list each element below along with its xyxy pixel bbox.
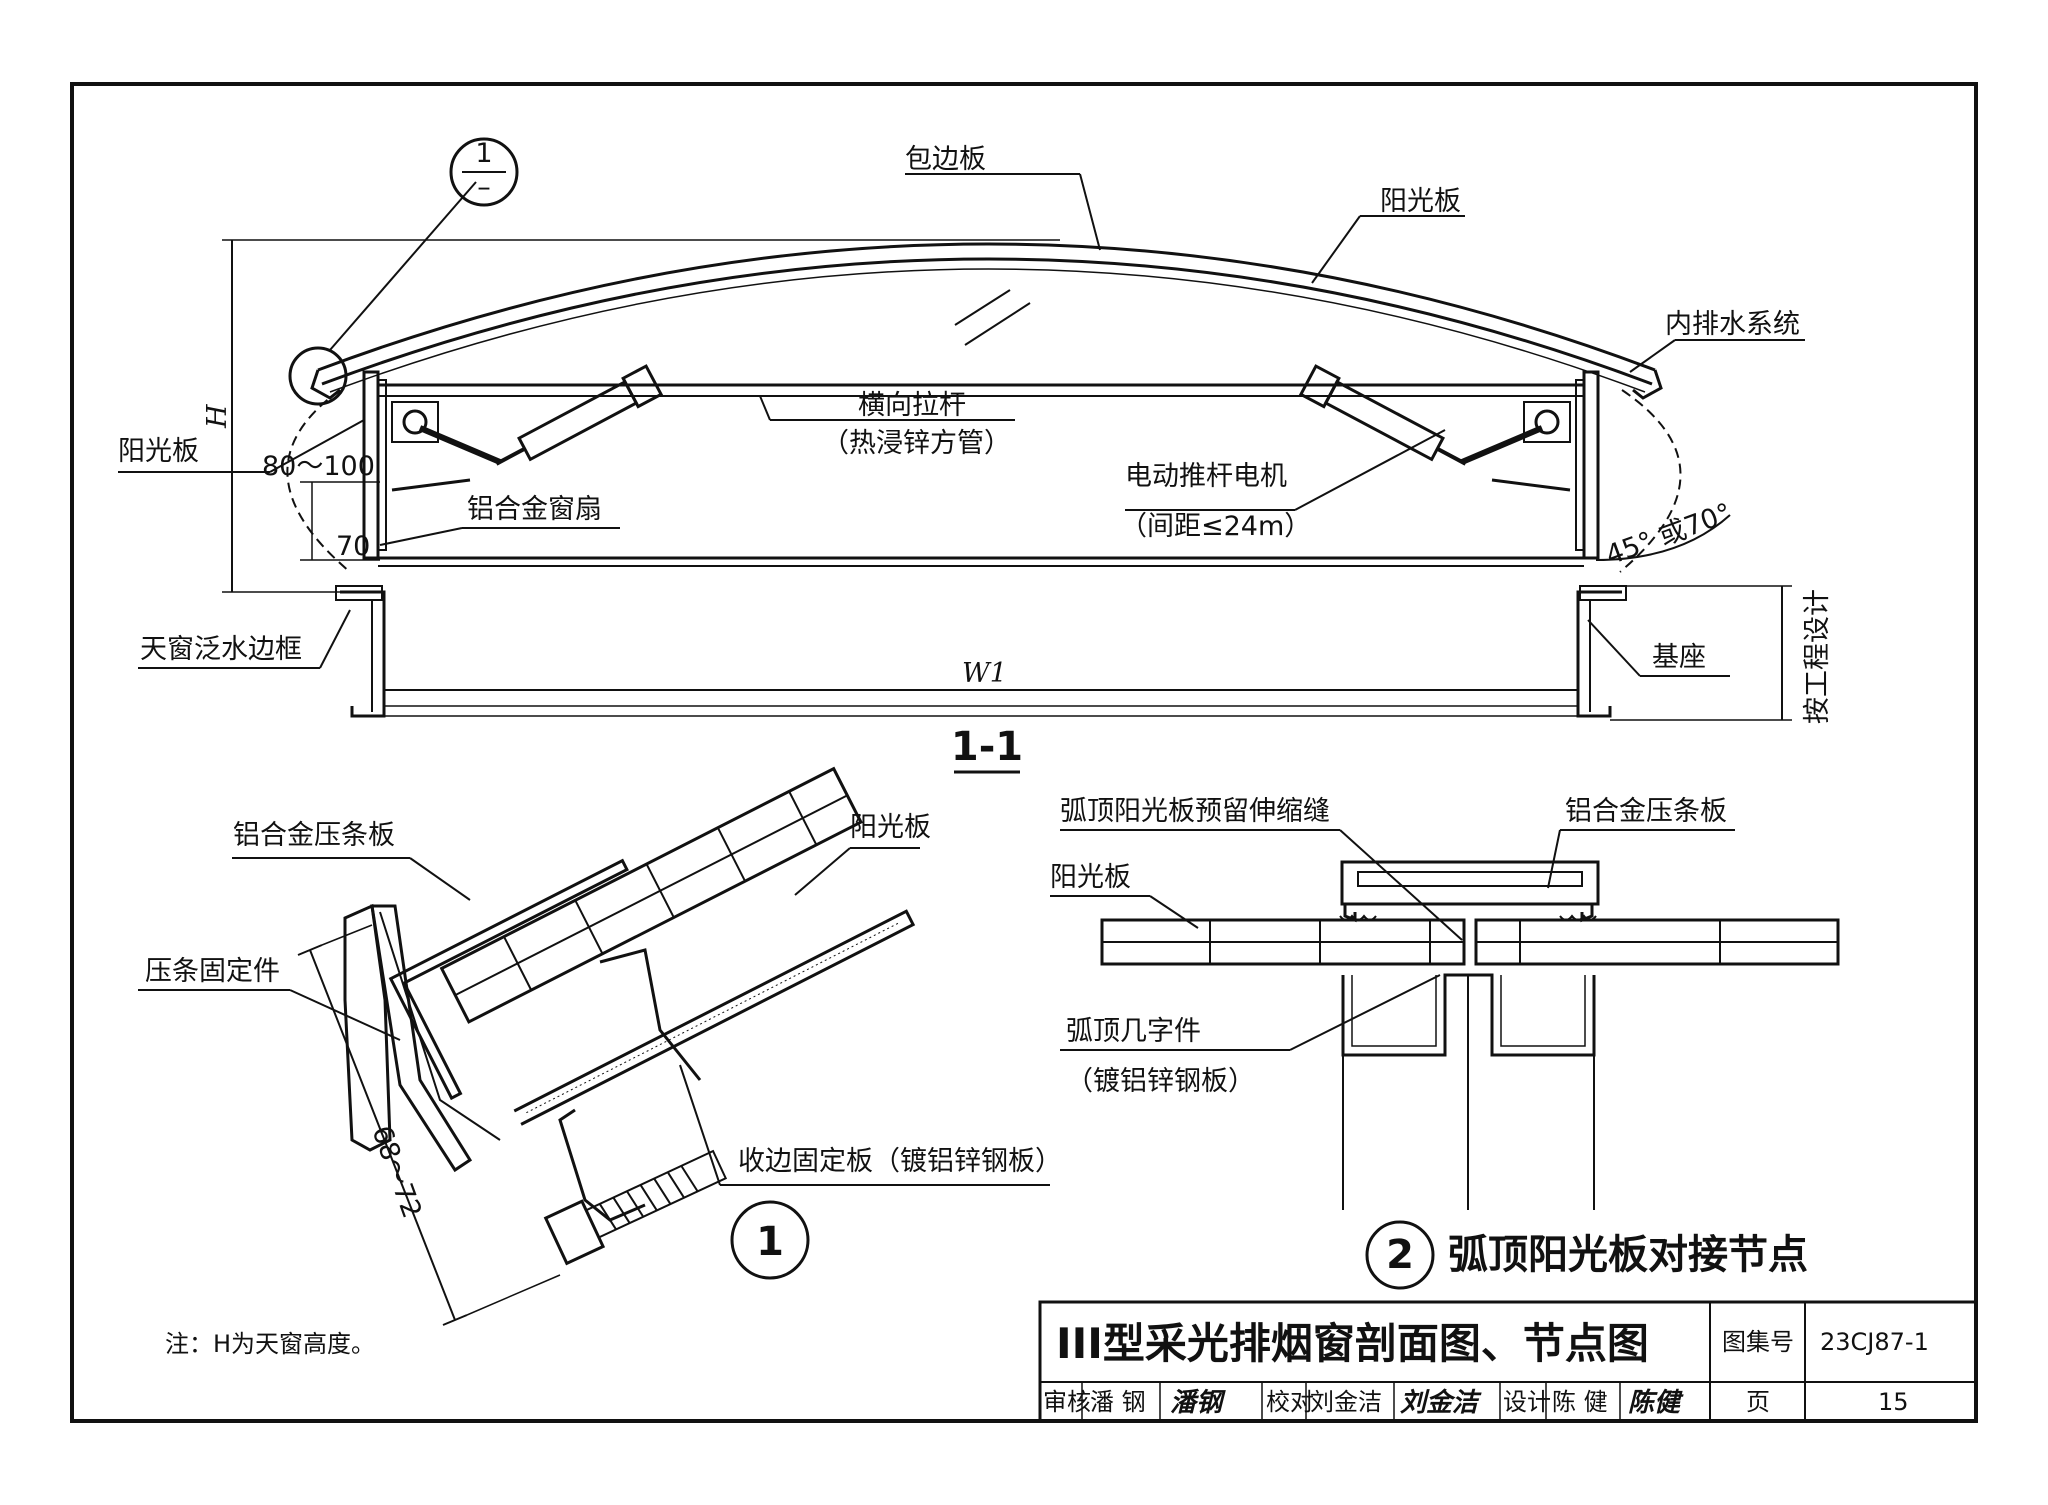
note: 注：H为天窗高度。 xyxy=(165,1330,375,1358)
page-number: 15 xyxy=(1878,1388,1909,1416)
atlas-number: 23CJ87-1 xyxy=(1820,1328,1929,1356)
right-sash-post xyxy=(1582,370,1600,560)
label-hat-piece: 弧顶几字件 xyxy=(1066,1016,1201,1047)
label-by-project: 按工程设计 xyxy=(1802,589,1833,724)
title-block xyxy=(1038,1300,1978,1423)
dim-68-72-line xyxy=(309,949,456,1321)
detail-1-number: 1 xyxy=(756,1219,784,1265)
label-base: 基座 xyxy=(1652,642,1706,673)
detail-2-drawing xyxy=(1050,829,1840,1290)
detail-2-number: 2 xyxy=(1386,1232,1414,1278)
label-flashing-frame: 天窗泛水边框 xyxy=(140,634,302,665)
press-strip-plate xyxy=(388,858,629,1101)
checker-name: 刘金洁 xyxy=(1310,1388,1382,1416)
left-flashing-frame xyxy=(340,590,386,718)
dim-70: 70 xyxy=(336,531,370,562)
check-label: 校对 xyxy=(1266,1388,1314,1416)
arched-sun-panel xyxy=(317,242,1656,372)
atlas-label: 图集号 xyxy=(1722,1328,1794,1356)
page-label: 页 xyxy=(1746,1388,1770,1416)
label-sun-panel-d2: 阳光板 xyxy=(1050,862,1131,893)
detail-1-drawing xyxy=(138,766,1050,1326)
label-sash: 铝合金窗扇 xyxy=(467,494,602,525)
right-flashing-frame xyxy=(1576,590,1622,718)
reviewer-name: 潘 钢 xyxy=(1090,1388,1146,1416)
label-tie-rod-note: （热浸锌方管） xyxy=(822,428,1011,459)
left-actuator-motor xyxy=(517,379,639,462)
label-edge-panel: 包边板 xyxy=(905,144,986,175)
detail-1-callout-target xyxy=(288,346,348,406)
checker-signature: 刘金洁 xyxy=(1400,1388,1482,1418)
edge-fixing-plate xyxy=(558,1108,646,1222)
dim-h: H xyxy=(202,404,233,429)
drawing-border xyxy=(70,82,1978,1423)
detail-2-number-circle xyxy=(1365,1220,1435,1290)
label-sun-panel-d1: 阳光板 xyxy=(850,812,931,843)
callout-1-sheet: – xyxy=(477,172,491,203)
label-hat-piece-note: （镀铝锌钢板） xyxy=(1066,1066,1255,1097)
detail-1-number-circle xyxy=(730,1200,810,1280)
section-title: 1-1 xyxy=(951,724,1023,770)
label-sun-panel-top: 阳光板 xyxy=(1380,186,1461,217)
label-press-strip-plate-1: 铝合金压条板 xyxy=(233,820,395,851)
label-actuator-note: （间距≤24m） xyxy=(1120,511,1311,542)
section-1-1 xyxy=(118,137,1805,774)
callout-1-number: 1 xyxy=(475,138,492,169)
d2-press-strip-cap xyxy=(1340,860,1600,906)
label-expansion-joint: 弧顶阳光板预留伸缩缝 xyxy=(1060,796,1330,827)
dim-68-72: 68～72 xyxy=(365,1122,427,1223)
label-angle: 45° 或70° xyxy=(1602,498,1736,572)
reviewer-signature: 潘钢 xyxy=(1170,1388,1226,1418)
right-actuator-motor xyxy=(1323,379,1445,462)
designer-name: 陈 健 xyxy=(1552,1388,1608,1416)
label-fixing-piece: 压条固定件 xyxy=(145,956,280,987)
detail-2-title: 弧顶阳光板对接节点 xyxy=(1448,1232,1808,1278)
design-label: 设计 xyxy=(1503,1388,1551,1416)
label-sun-panel-left: 阳光板 xyxy=(118,436,199,467)
drawing-title: III型采光排烟窗剖面图、节点图 xyxy=(1056,1319,1649,1368)
detail-1-callout xyxy=(449,137,519,207)
dim-w1: W1 xyxy=(962,658,1007,689)
label-tie-rod: 横向拉杆 xyxy=(858,390,966,421)
label-press-strip-plate-2: 铝合金压条板 xyxy=(1565,796,1727,827)
label-edge-fixing-plate: 收边固定板（镀铝锌钢板） xyxy=(738,1146,1062,1177)
review-label: 审核 xyxy=(1043,1388,1091,1416)
label-actuator: 电动推杆电机 xyxy=(1125,461,1287,492)
designer-signature: 陈健 xyxy=(1628,1388,1684,1418)
dim-80-100: 80～100 xyxy=(262,451,375,482)
label-drainage-system: 内排水系统 xyxy=(1665,309,1800,340)
